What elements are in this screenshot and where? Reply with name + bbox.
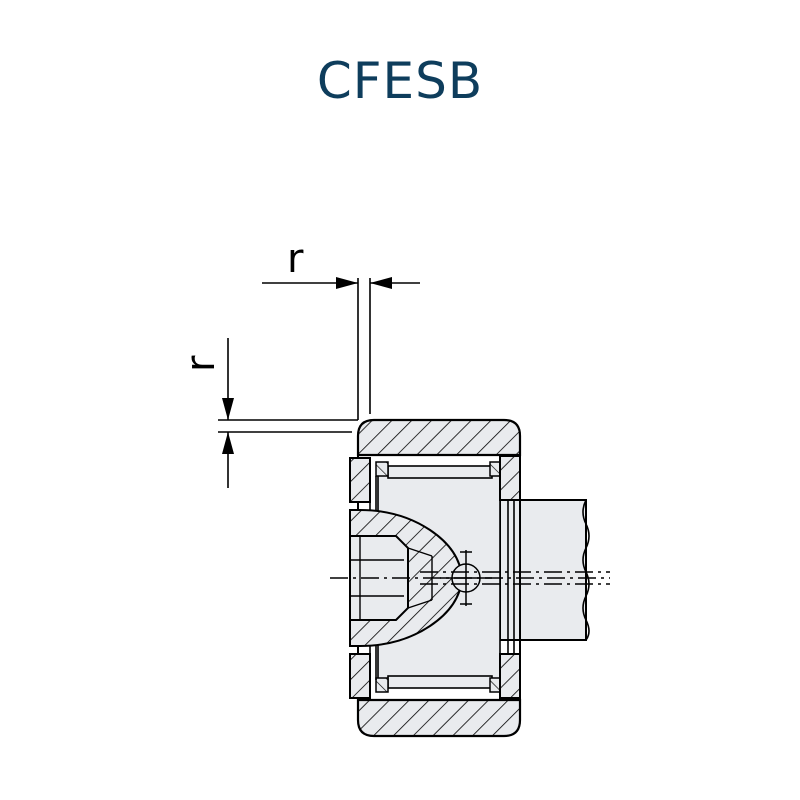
outer-ring-bottom [356, 698, 522, 738]
dimension-label-r-horizontal: r [287, 236, 304, 282]
outer-ring-top [356, 418, 522, 457]
center-line [330, 571, 610, 585]
dimension-label-r-vertical: r [178, 355, 224, 372]
side-washer-right [499, 455, 521, 699]
dimension-r-horizontal [262, 277, 420, 420]
product-title: CFESB [316, 52, 484, 110]
dimension-r-vertical [218, 338, 358, 488]
